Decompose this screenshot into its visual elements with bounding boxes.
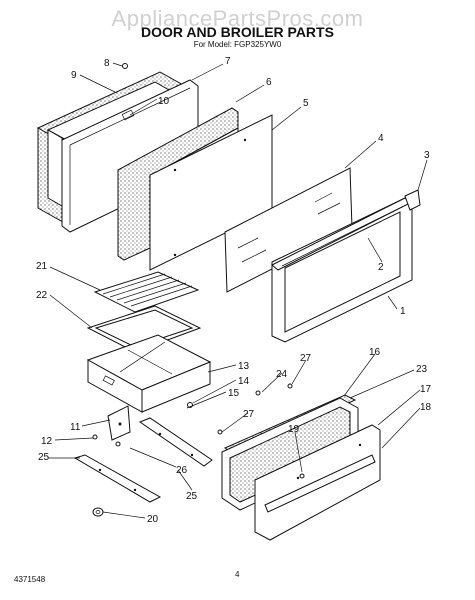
diagram-title: DOOR AND BROILER PARTS (141, 24, 334, 40)
slide-rail-part (73, 454, 162, 503)
callout-1: 1 (400, 306, 406, 317)
document-number: 4371548 (14, 575, 46, 584)
callout-16: 16 (369, 347, 381, 358)
watermark: AppliancePartsPros.com (111, 6, 364, 31)
callout-12: 12 (41, 436, 53, 447)
broiler-drawer-part (86, 334, 212, 413)
callout-3: 3 (424, 150, 430, 161)
callout-27-lower: 27 (243, 409, 255, 420)
callout-15: 15 (228, 388, 240, 399)
callout-25-bottom: 25 (186, 491, 198, 502)
broiler-pan-part (86, 305, 202, 353)
screw-parts (92, 63, 305, 479)
callout-labels: 1 2 3 4 5 6 7 8 9 10 11 12 13 14 15 16 1… (36, 56, 432, 525)
callout-22: 22 (36, 290, 48, 301)
callout-20: 20 (147, 514, 159, 525)
leader-lines (48, 62, 428, 519)
callout-27-top: 27 (300, 353, 312, 364)
callout-8: 8 (104, 58, 110, 69)
broiler-outer-door-part (254, 424, 381, 541)
callout-25-left: 25 (38, 452, 50, 463)
callout-17: 17 (420, 384, 432, 395)
callout-5: 5 (303, 98, 309, 109)
callout-24: 24 (276, 369, 288, 380)
broiler-bracket-part (107, 405, 131, 441)
callout-21: 21 (36, 261, 48, 272)
callout-4: 4 (378, 133, 384, 144)
handle-end-part (404, 189, 421, 211)
callout-19: 19 (288, 424, 300, 435)
callout-11: 11 (70, 422, 81, 433)
callout-13: 13 (238, 361, 250, 372)
callout-18: 18 (420, 402, 432, 413)
callout-23: 23 (416, 364, 428, 375)
roller-part (92, 507, 104, 517)
broiler-grid-part (93, 271, 200, 313)
callout-2: 2 (378, 262, 384, 273)
callout-26: 26 (176, 465, 188, 476)
callout-6: 6 (266, 77, 272, 88)
model-subtitle: For Model: FGP325YW0 (193, 40, 282, 49)
callout-9: 9 (71, 70, 77, 81)
page-number: 4 (235, 570, 240, 579)
callout-7: 7 (225, 56, 231, 67)
broiler-slide-part (138, 417, 213, 467)
callout-14: 14 (238, 376, 250, 387)
callout-10: 10 (158, 96, 170, 107)
